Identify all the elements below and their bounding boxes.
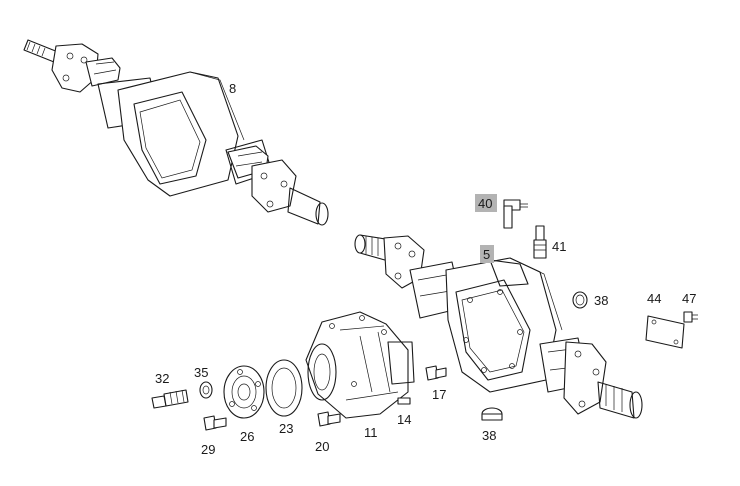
callout-47[interactable]: 47 (682, 291, 696, 306)
callout-17[interactable]: 17 (432, 387, 446, 402)
bolt-29[interactable] (203, 415, 227, 431)
bolt-20[interactable] (317, 411, 341, 427)
screw-47[interactable] (683, 311, 698, 323)
plug-38-upper[interactable] (572, 291, 588, 309)
gasket-23[interactable] (265, 359, 303, 417)
callout-23[interactable]: 23 (279, 421, 293, 436)
differential-carrier[interactable] (305, 311, 415, 419)
highlight-5 (480, 245, 494, 263)
cover-plate-44[interactable] (645, 315, 685, 349)
highlight-40 (475, 194, 497, 212)
bolt-32[interactable] (151, 389, 189, 409)
upper-axle-housing[interactable] (23, 39, 329, 226)
drive-flange-26[interactable] (223, 365, 265, 419)
callout-38-lower[interactable]: 38 (482, 428, 496, 443)
breather-41[interactable] (533, 225, 547, 259)
callout-8[interactable]: 8 (229, 81, 236, 96)
lower-axle-housing[interactable] (354, 234, 643, 419)
callout-35[interactable]: 35 (194, 365, 208, 380)
callout-38-upper[interactable]: 38 (594, 293, 608, 308)
callout-29[interactable]: 29 (201, 442, 215, 457)
callout-40[interactable]: 40 (478, 196, 492, 211)
callout-14[interactable]: 14 (397, 412, 411, 427)
callout-41[interactable]: 41 (552, 239, 566, 254)
callout-32[interactable]: 32 (155, 371, 169, 386)
pin-14[interactable] (397, 397, 411, 405)
callout-20[interactable]: 20 (315, 439, 329, 454)
plug-38-lower[interactable] (481, 407, 503, 421)
fitting-40[interactable] (503, 199, 528, 229)
callout-5[interactable]: 5 (483, 247, 490, 262)
callout-26[interactable]: 26 (240, 429, 254, 444)
callout-44[interactable]: 44 (647, 291, 661, 306)
bolt-17[interactable] (425, 365, 447, 381)
callout-11[interactable]: 11 (364, 425, 378, 440)
washer-35[interactable] (199, 381, 213, 399)
